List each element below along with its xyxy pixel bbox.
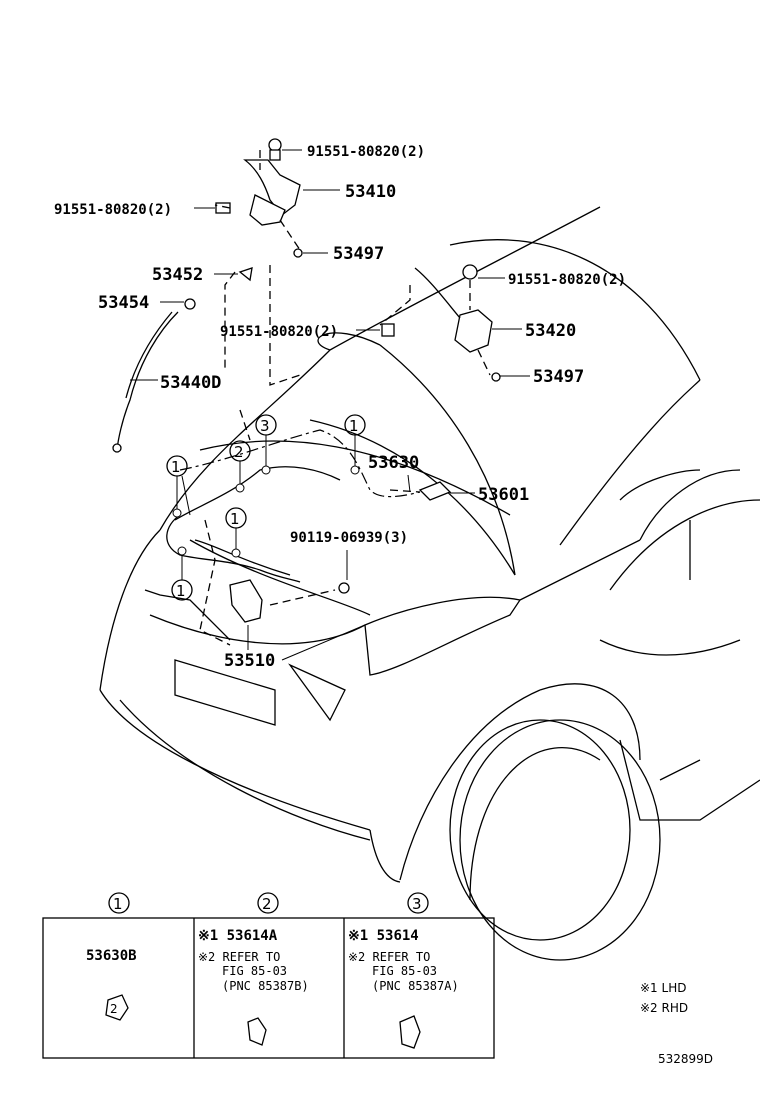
svg-text:3: 3 — [412, 895, 422, 913]
label-53497-left: 53497 — [333, 244, 384, 264]
cell3-line1: ※1 53614 — [348, 928, 419, 944]
label-53497-right: 53497 — [533, 367, 584, 387]
label-53452: 53452 — [152, 265, 203, 285]
table-header-2: 2 — [257, 892, 279, 914]
callout-markers: 1 2 3 1 1 1 — [166, 414, 366, 601]
label-53510: 53510 — [224, 651, 275, 671]
svg-text:2: 2 — [234, 443, 244, 461]
svg-text:1: 1 — [171, 458, 181, 476]
cell2-line4: (PNC 85387B) — [222, 979, 309, 993]
cell2-line3: FIG 85-03 — [222, 964, 287, 978]
notes: ※1 LHD ※2 RHD 532899D — [640, 981, 713, 1066]
note-lhd: ※1 LHD — [640, 981, 686, 995]
small-parts — [112, 267, 452, 623]
figure-code: 532899D — [658, 1052, 713, 1066]
clip-icon-3 — [399, 1015, 421, 1049]
clip-icon-1 — [105, 994, 129, 1021]
svg-text:1: 1 — [230, 510, 240, 528]
hood-hinge-left — [215, 138, 303, 258]
label-90119: 90119-06939(3) — [290, 530, 408, 546]
label-91551-mid: 91551-80820(2) — [220, 324, 338, 340]
legend-table: 1 2 3 53630B 2 ※1 53614A ※2 REFER TO FIG… — [42, 892, 495, 1059]
cell2-line2: ※2 REFER TO — [198, 950, 280, 964]
label-53630: 53630 — [368, 453, 419, 473]
callout-2: 2 — [229, 440, 251, 462]
hood-hinge-right — [381, 264, 501, 382]
cell1-part: 53630B — [86, 948, 137, 964]
svg-text:2: 2 — [262, 895, 272, 913]
callout-1-upper: 1 — [166, 455, 188, 477]
car-body-outline — [99, 206, 760, 961]
cell3-line2: ※2 REFER TO — [348, 950, 430, 964]
part-labels: 91551-80820(2) 53410 91551-80820(2) 5349… — [54, 144, 626, 671]
cell3-line4: (PNC 85387A) — [372, 979, 459, 993]
svg-text:1: 1 — [113, 895, 123, 913]
label-53454: 53454 — [98, 293, 149, 313]
label-53440D: 53440D — [160, 373, 221, 393]
assembly-lines — [166, 150, 491, 646]
cell2-line1: ※1 53614A — [198, 928, 278, 944]
label-53420: 53420 — [525, 321, 576, 341]
callout-1-right: 1 — [344, 414, 366, 436]
label-91551-right: 91551-80820(2) — [508, 272, 626, 288]
table-header-1: 1 — [108, 892, 130, 914]
svg-text:1: 1 — [349, 417, 359, 435]
label-53601: 53601 — [478, 485, 529, 505]
label-91551-left: 91551-80820(2) — [54, 202, 172, 218]
cell3-line3: FIG 85-03 — [372, 964, 437, 978]
clip-mark-1: 2 — [110, 1002, 118, 1016]
clip-icon-2 — [247, 1017, 267, 1046]
table-header-3: 3 — [407, 892, 429, 914]
callout-3: 3 — [255, 414, 277, 436]
note-rhd: ※2 RHD — [640, 1001, 688, 1015]
callout-1-mid: 1 — [225, 507, 247, 529]
callout-1-lower: 1 — [171, 579, 193, 601]
svg-text:1: 1 — [176, 582, 186, 600]
label-91551-top: 91551-80820(2) — [307, 144, 425, 160]
label-53410: 53410 — [345, 182, 396, 202]
svg-text:3: 3 — [260, 417, 270, 435]
